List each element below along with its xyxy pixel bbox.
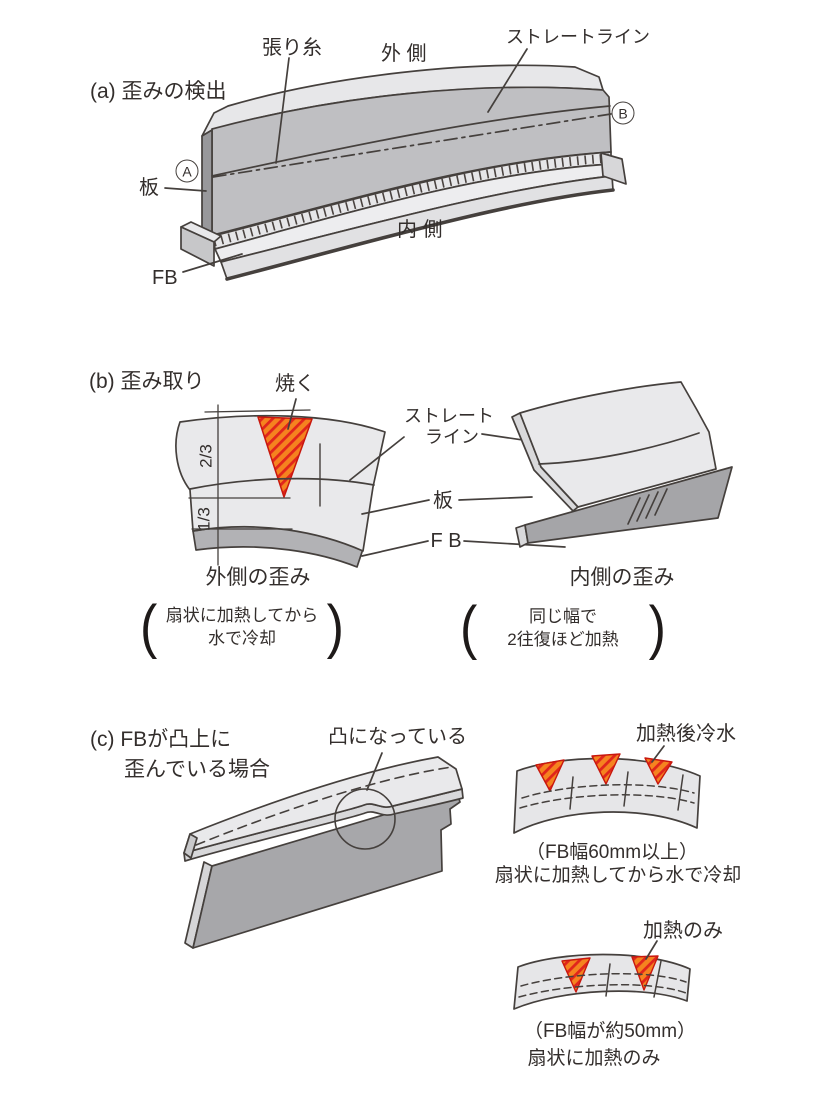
c-strip1-triangle-3 [644, 757, 673, 785]
label-tension-string: 張り糸 [262, 37, 322, 59]
c-strip1-ticks [569, 771, 684, 811]
caption-strip1-line2: 扇状に加熱してから水で冷却 [494, 865, 742, 886]
label-straight-line-a: ストレートライン [506, 27, 650, 47]
label-plate-a: 板 [139, 177, 159, 199]
figure-c [183, 745, 701, 1010]
c-strip1-dash-1 [521, 784, 695, 799]
leader-plate-right [458, 496, 533, 501]
label-fb-b: F B [430, 530, 462, 552]
c-highlight-circle [334, 788, 396, 850]
leader-burn [287, 398, 297, 430]
c-strip2-ticks [605, 960, 662, 998]
leader-fb-left [361, 540, 429, 557]
leader-strip1 [651, 745, 665, 763]
leader-string [275, 57, 290, 164]
b-left-straight-line [189, 477, 375, 490]
section-a-title: (a) 歪みの検出 [90, 80, 227, 103]
b-right-fb-face [524, 466, 733, 544]
section-c-title-line1: (c) FBが凸上に [90, 728, 232, 751]
note-outside-line2: 水で冷却 [208, 629, 276, 648]
c-strip2-band [513, 953, 691, 1010]
label-fb-a: FB [152, 267, 178, 289]
c-strip1-band [513, 757, 701, 834]
figure-a [164, 48, 627, 281]
leader-convex [366, 752, 383, 791]
paren-close: ) [648, 594, 666, 662]
caption-inside-distortion: 内側の歪み [569, 566, 675, 589]
b-right-hatch-marks [627, 488, 668, 525]
note-outside-line1: 扇状に加熱してから [165, 606, 319, 625]
leader-plate-left [361, 499, 430, 515]
b-dim-tick-top [204, 409, 311, 413]
note-outside-method: ( 扇状に加熱してから 水で冷却 ) [140, 595, 344, 659]
c-flange-left-end [183, 833, 198, 859]
b-right-plate [519, 381, 717, 508]
paren-open: ( [140, 593, 158, 661]
paren-close: ) [326, 593, 344, 661]
leader-fb-a [182, 253, 243, 273]
label-plate-b: 板 [433, 490, 453, 512]
label-straight-line-b2: ライン [425, 427, 479, 447]
label-heat-only: 加熱のみ [643, 920, 723, 942]
note-inside-line1: 同じ幅で [529, 607, 597, 626]
b-right-straight-line [538, 432, 700, 465]
caption-outside-distortion: 外側の歪み [205, 566, 311, 589]
label-outside: 外 側 [381, 43, 427, 65]
tension-string-line [212, 113, 612, 178]
note-inside-line2: 2往復ほど加熱 [507, 630, 619, 649]
label-ratio-lower: 1/3 [194, 507, 214, 531]
note-inside-method: ( 同じ幅で 2往復ほど加熱 ) [460, 596, 666, 660]
label-inside: 内 側 [397, 219, 443, 241]
fb-right-lip [600, 152, 627, 185]
leader-fb-right [463, 540, 566, 548]
c-strip1-triangle-2 [591, 753, 621, 785]
note-inside-lines: 同じ幅で 2往復ほど加熱 [477, 605, 648, 651]
caption-strip1-line1: （FB幅60mm以上） [525, 842, 699, 863]
c-strip1-triangle-1 [535, 759, 565, 792]
c-center-dashed-line [195, 766, 453, 846]
leader-sl-left [349, 436, 405, 481]
leader-plate-a [164, 187, 207, 192]
figure-b [175, 381, 733, 568]
point-a-marker: A [175, 159, 199, 183]
b-heat-triangle [257, 416, 313, 498]
caption-strip2-line1: （FB幅が約50mm） [523, 1021, 697, 1042]
c-strip2-dash-1 [520, 972, 687, 987]
leader-strip2 [645, 940, 658, 960]
label-burn: 焼く [275, 373, 315, 395]
fb-left-lip-front [180, 226, 215, 267]
c-strip2-dash-2 [518, 983, 687, 998]
c-flange-top [183, 756, 463, 854]
label-straight-line-b1: ストレート [404, 406, 494, 426]
caption-strip2-line2: 扇状に加熱のみ [527, 1048, 661, 1069]
section-b-title: (b) 歪み取り [89, 370, 205, 393]
label-ratio-upper: 2/3 [196, 444, 216, 468]
label-convex: 凸になっている [328, 726, 467, 748]
leader-straight-line [487, 48, 528, 113]
point-b-marker: B [611, 101, 635, 125]
section-c-title-line2: 歪んでいる場合 [124, 758, 270, 781]
label-heat-then-water: 加熱後冷水 [636, 723, 736, 745]
fb-flange-underside [225, 188, 615, 281]
note-outside-lines: 扇状に加熱してから 水で冷却 [157, 604, 326, 650]
marked-straight-line [211, 105, 611, 177]
paren-open: ( [460, 594, 478, 662]
